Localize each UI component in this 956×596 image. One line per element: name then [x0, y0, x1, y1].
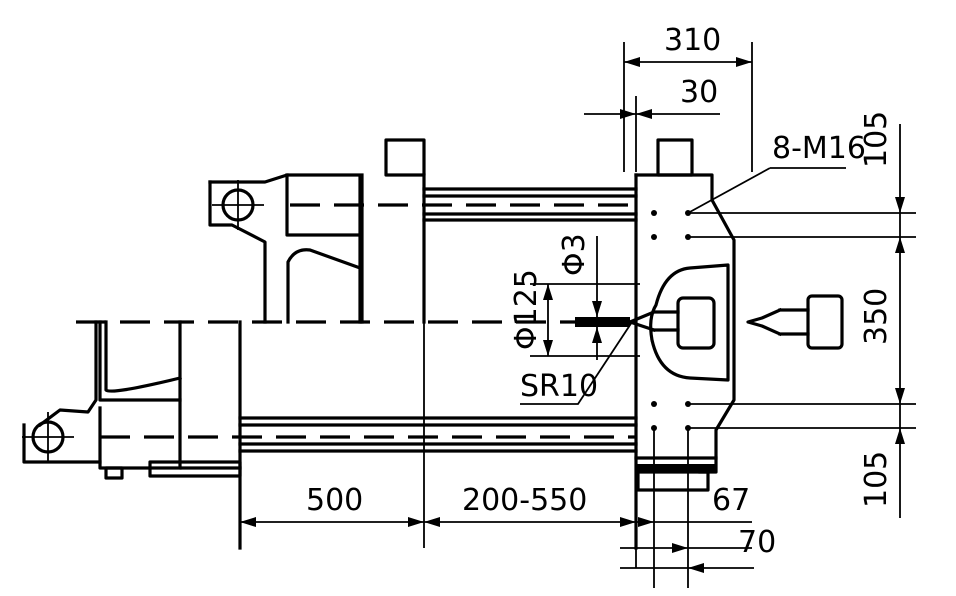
fixed-platen	[634, 138, 736, 550]
label-105-bottom: 105	[859, 451, 894, 508]
label-70: 70	[738, 525, 776, 560]
label-phi3: Φ3	[557, 233, 592, 276]
nozzle	[575, 294, 844, 350]
nozzle-seat	[676, 296, 716, 350]
label-30: 30	[680, 75, 718, 110]
label-phi125: Φ125	[509, 269, 544, 350]
label-500: 500	[306, 483, 363, 518]
label-350: 350	[859, 288, 894, 345]
top-block-left	[384, 138, 426, 177]
label-200-550: 200-550	[462, 483, 587, 518]
tie-rods	[100, 187, 638, 453]
label-sr10: SR10	[520, 369, 598, 404]
nozzle-body-right	[806, 294, 844, 350]
dimension-labels: 310 30 8-M16 105 350 105 Φ3 Φ125 SR10 50…	[306, 23, 894, 560]
label-105-top: 105	[859, 111, 894, 168]
label-310: 310	[664, 23, 721, 58]
bolt-holes	[651, 210, 691, 431]
dimension-lines	[240, 42, 916, 588]
rear-cylinder-block	[208, 138, 426, 324]
carriage-body	[22, 320, 636, 550]
label-67: 67	[712, 483, 750, 518]
label-8-m16: 8-M16	[772, 131, 866, 166]
top-block-right	[656, 138, 694, 177]
